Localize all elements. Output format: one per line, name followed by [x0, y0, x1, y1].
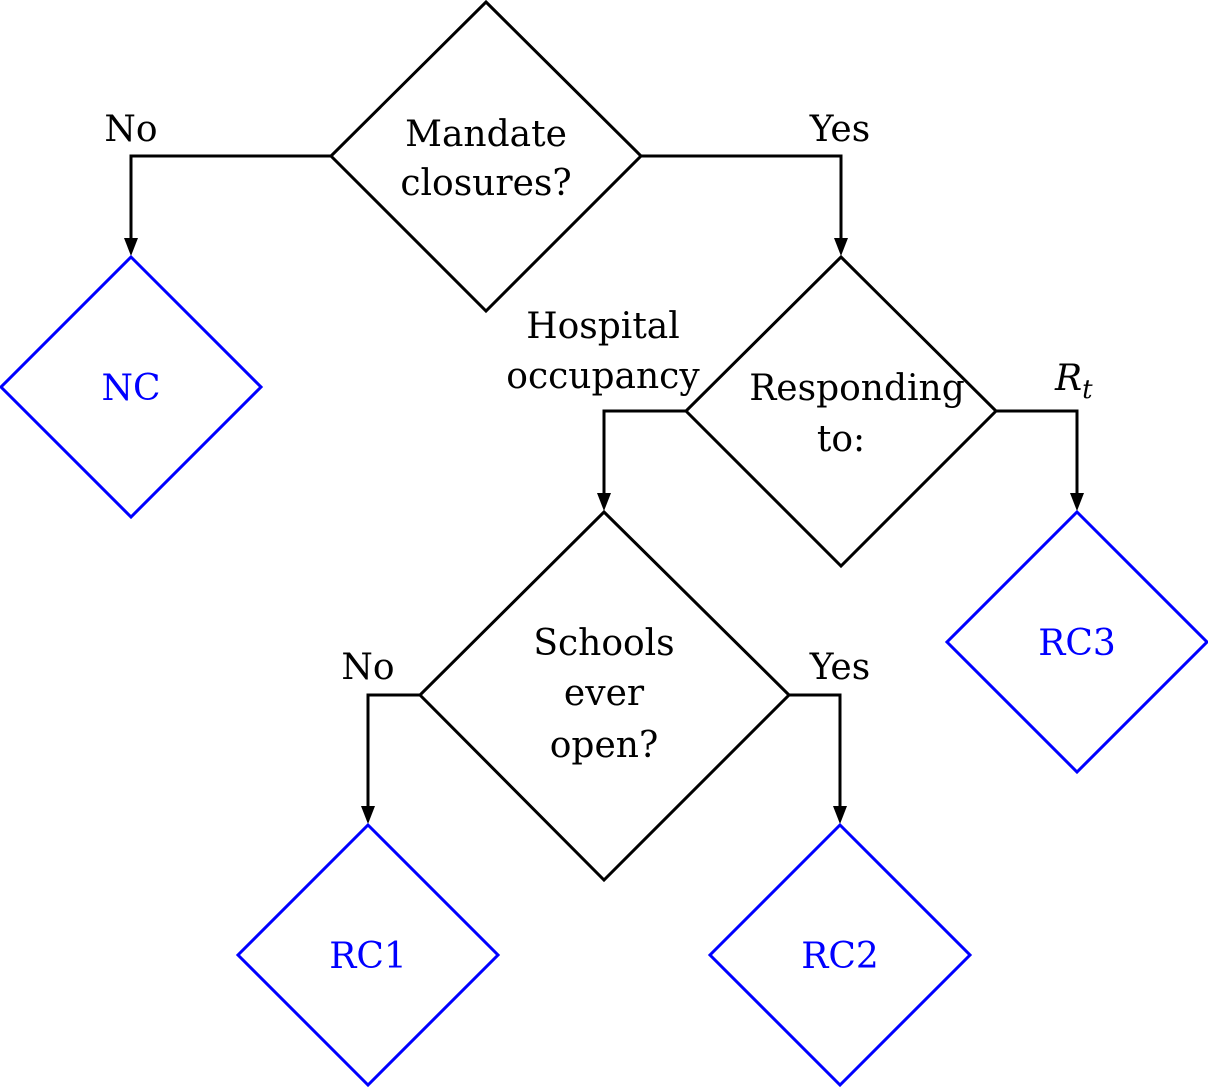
edge-label-mandate-no: No	[104, 109, 157, 150]
edge-label-schools-no: No	[341, 647, 394, 688]
decision-label: ever	[564, 673, 645, 714]
outcome-diamond	[707, 822, 973, 1087]
outcome-label: RC1	[329, 936, 407, 977]
decision-diamond	[328, 0, 644, 314]
arrowhead-responding	[834, 238, 848, 256]
edge-schools-yes	[789, 693, 842, 812]
decision-label: to:	[817, 419, 865, 460]
outcome-rc3: RC3	[944, 509, 1208, 775]
decision-label: open?	[550, 725, 659, 766]
arrowhead-rc1	[361, 806, 375, 824]
edge-label-schools-yes: Yes	[809, 647, 870, 688]
arrowhead-nc	[124, 238, 138, 256]
outcome-rc1: RC1	[235, 822, 501, 1087]
decision-mandate-closures: Mandate closures?	[328, 0, 644, 314]
decision-schools-ever-open: Schools ever open?	[417, 509, 792, 883]
outcome-label: RC2	[801, 936, 879, 977]
decision-diamond	[683, 254, 999, 569]
decision-label: Schools	[533, 623, 674, 664]
decision-label: closures?	[400, 163, 571, 204]
edge-label-hospital-line1: Hospital	[526, 306, 680, 347]
outcome-nc: NC	[0, 254, 264, 520]
edge-label-rt: Rt	[1054, 358, 1093, 405]
arrowhead-schools	[597, 493, 611, 511]
outcome-diamond	[235, 822, 501, 1087]
outcome-label: RC3	[1038, 623, 1116, 664]
decision-label: Responding	[749, 368, 965, 409]
outcome-label: NC	[101, 368, 160, 409]
arrowhead-rc3	[1070, 493, 1084, 511]
edge-responding-rt	[996, 409, 1079, 499]
edge-label-mandate-yes: Yes	[809, 109, 870, 150]
outcome-diamond	[944, 509, 1208, 775]
edge-mandate-no	[129, 154, 331, 244]
edge-responding-hospital	[602, 409, 686, 499]
edge-labels: No Yes Hospital occupancy Rt No Yes	[104, 109, 1093, 688]
edge-label-rt-base: R	[1054, 358, 1082, 399]
outcome-diamond	[0, 254, 264, 520]
edge-label-hospital-line2: occupancy	[506, 356, 700, 397]
decision-label: Mandate	[405, 114, 567, 155]
edges	[124, 154, 1084, 824]
edge-mandate-yes	[641, 154, 843, 244]
decision-responding-to: Responding to:	[683, 254, 999, 569]
arrowhead-rc2	[833, 806, 847, 824]
outcome-rc2: RC2	[707, 822, 973, 1087]
edge-schools-no	[366, 693, 420, 812]
edge-label-rt-sub: t	[1082, 375, 1093, 405]
decision-diamond	[417, 509, 792, 883]
